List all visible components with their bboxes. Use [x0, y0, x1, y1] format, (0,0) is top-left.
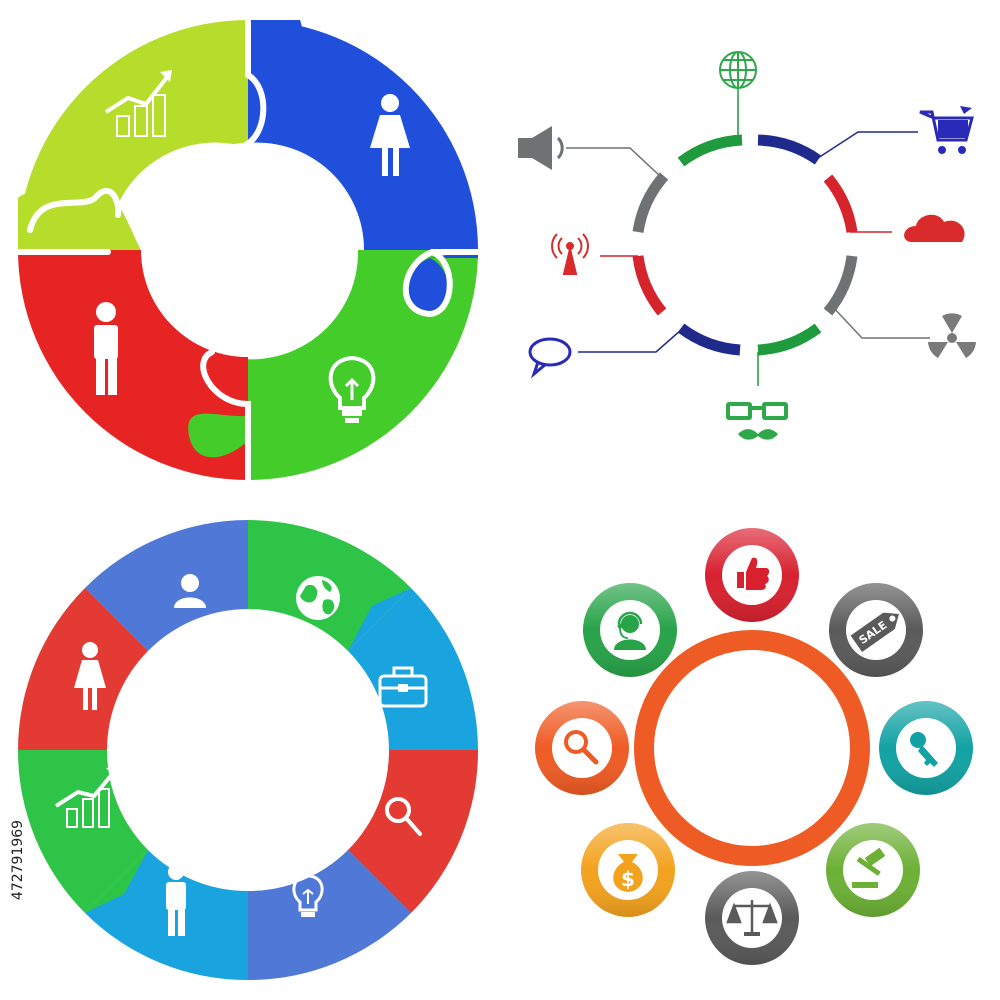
radiation-icon [928, 313, 976, 358]
speech-bubble-icon [528, 337, 572, 379]
puzzle-tab-bottom [188, 413, 248, 480]
wheel-notch-3 [348, 588, 411, 651]
dollar-symbol: $ [621, 867, 635, 891]
ring-segment-right-gray [823, 255, 858, 316]
woman-icon [74, 642, 106, 710]
cloud-icon [904, 214, 965, 242]
segmented-ring-diagram [632, 134, 858, 356]
magnifier-icon [564, 730, 599, 765]
speaker-icon [518, 126, 564, 170]
wheel-notch-2 [248, 520, 262, 609]
woman-icon [370, 94, 410, 176]
orbit-bubble-left [535, 701, 629, 795]
orbit-bubble-top [705, 528, 799, 622]
globe-icon [296, 576, 340, 620]
orbit-bubble-bottom-right [826, 823, 920, 917]
wheel-notch-5 [348, 850, 411, 913]
ring-segment-bottom-green [757, 323, 822, 356]
puzzle-piece-top-right [248, 20, 478, 250]
wheel-notch-7 [85, 850, 148, 913]
hipster-glasses-icon [726, 402, 788, 440]
stock-id-label: 472791969 [4, 760, 32, 960]
orbit-bubble-top-left [583, 583, 677, 677]
wheel-notch-8 [18, 734, 107, 750]
briefcase-icon [378, 666, 428, 708]
ring-segment-bottom-navy [677, 323, 741, 356]
ring-segment-left-gray [632, 172, 669, 233]
man-icon [166, 864, 186, 936]
puzzle-seams [13, 15, 481, 485]
lightbulb-icon [328, 355, 376, 423]
magnifier-icon [385, 797, 422, 836]
ring-callout-icons [518, 51, 976, 440]
orbit-bubble-bottom [705, 871, 799, 965]
ring-segment-right-red [823, 174, 858, 233]
growth-chart-icon [54, 766, 118, 828]
stock-id-text: 472791969 [10, 819, 26, 901]
segment-wheel-diagram [17, 520, 479, 981]
hub-orbit-diagram: SALE [535, 528, 973, 965]
money-bag-icon: $ [613, 854, 643, 892]
key-icon [910, 732, 938, 767]
wheel-segment-right-bottom [348, 750, 479, 913]
wheel-segment-left-bottom [17, 750, 149, 913]
thumbs-up-icon [737, 557, 770, 590]
orbit-bubble-right [879, 701, 973, 795]
shopping-cart-icon [919, 106, 974, 154]
ring-segment-top-navy [757, 134, 822, 165]
user-icon [174, 574, 206, 608]
ring-segment-top-green [677, 134, 743, 167]
orbit-bubble-bottom-left: $ [581, 823, 675, 917]
puzzle-ring-diagram [13, 15, 481, 485]
orbit-bubble-top-right: SALE [829, 583, 923, 677]
wheel-notch-1 [85, 588, 148, 651]
scales-icon [726, 900, 778, 936]
gavel-icon [852, 847, 886, 888]
puzzle-tab-right [403, 250, 478, 312]
wheel-center-hole [146, 648, 350, 852]
wheel-notch-4 [389, 750, 478, 764]
puzzle-center-hole [141, 143, 355, 357]
man-icon [94, 302, 118, 395]
wheel-notch-6 [232, 891, 248, 980]
ring-connector-lines [566, 84, 930, 386]
ring-segment-left-red [632, 255, 667, 316]
globe-icon [719, 51, 757, 89]
lightbulb-icon [292, 874, 324, 917]
hub-ring [634, 630, 870, 866]
growth-chart-icon [104, 70, 172, 137]
support-agent-icon [614, 611, 646, 650]
antenna-icon [551, 233, 589, 275]
